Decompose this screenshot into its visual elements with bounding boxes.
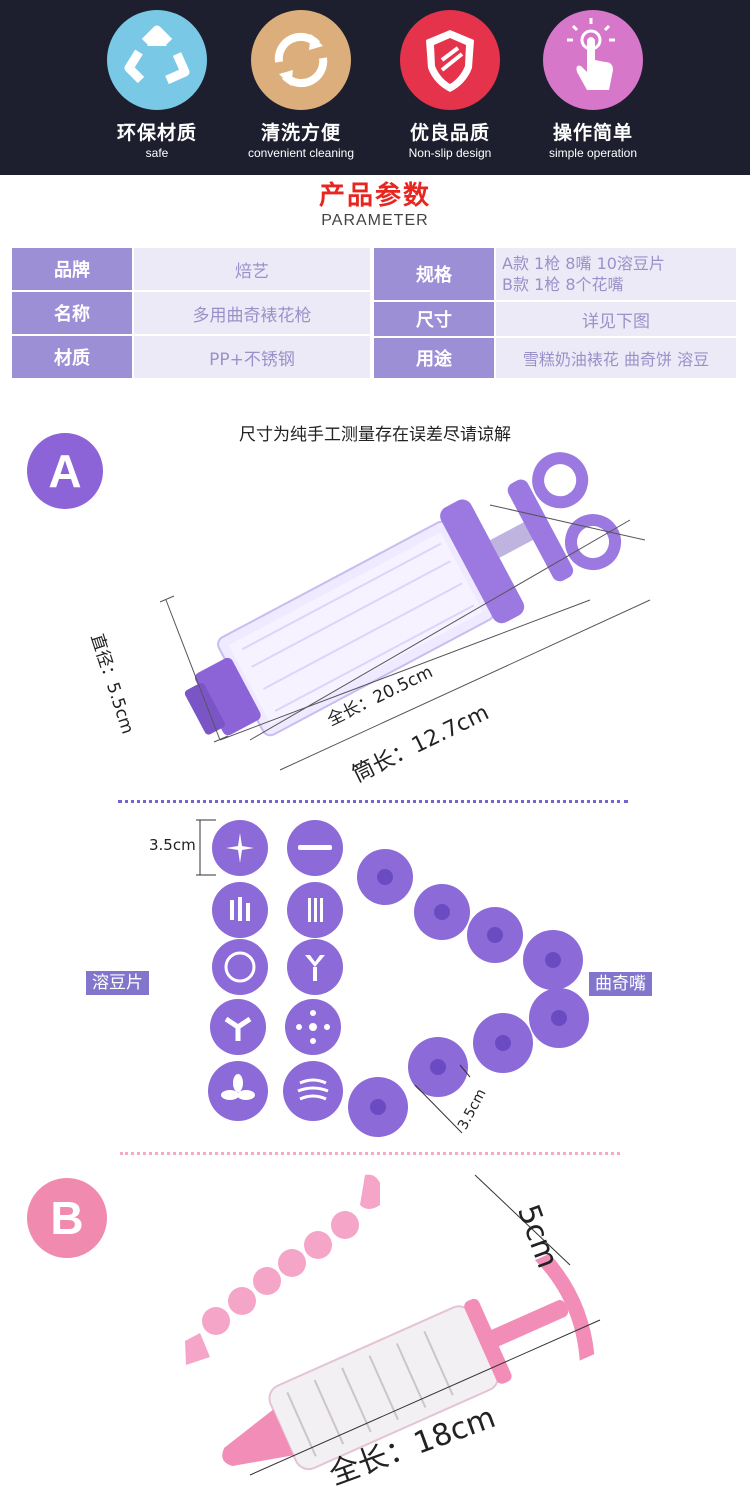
section-divider <box>120 1152 620 1155</box>
param-key-brand: 品牌 <box>12 248 132 290</box>
section-b-badge: B <box>27 1178 107 1258</box>
param-value-usage: 雪糕奶油裱花 曲奇饼 溶豆 <box>496 338 736 378</box>
feature-subtitle: convenient cleaning <box>247 146 355 160</box>
spec-line-a: A款 1枪 8嘴 10溶豆片 <box>502 254 665 273</box>
cookie-press-b-illustration <box>185 1174 601 1476</box>
param-value-brand: 焙艺 <box>134 248 370 290</box>
param-key-name: 名称 <box>12 292 132 334</box>
spec-line-b: B款 1枪 8个花嘴 <box>502 275 624 294</box>
feature-title: 操作简单 <box>552 122 633 144</box>
parameter-title: 产品参数 <box>318 181 431 211</box>
tips-tag: 曲奇嘴 <box>589 972 652 996</box>
feature-title: 优良品质 <box>409 122 490 144</box>
plunger <box>482 1300 569 1350</box>
syringe-nozzle <box>222 1409 294 1466</box>
feature-item-cleaning: 清洗方便 convenient cleaning <box>226 10 376 160</box>
feature-title: 清洗方便 <box>260 122 341 144</box>
refresh-icon <box>251 10 351 110</box>
tip-row <box>185 1174 380 1365</box>
param-key-size: 尺寸 <box>374 302 494 336</box>
feature-item-eco: 环保材质 safe <box>82 10 232 160</box>
param-key-material: 材质 <box>12 336 132 378</box>
recycle-icon <box>107 10 207 110</box>
measurement-note: 尺寸为纯手工测量存在误差尽请谅解 <box>239 425 511 445</box>
feature-subtitle: safe <box>145 146 169 160</box>
nozzle-cap <box>194 657 261 736</box>
disc-size-label: 3.5cm <box>149 836 196 854</box>
tap-hand-icon <box>543 10 643 110</box>
tip-set <box>348 849 589 1137</box>
param-value-size: 详见下图 <box>496 302 736 336</box>
feature-item-operation: 操作简单 simple operation <box>518 10 668 160</box>
top-cap <box>440 499 525 624</box>
parameter-table: 品牌 焙艺 名称 多用曲奇裱花枪 材质 PP+不锈钢 规格 A款 1枪 8嘴 1… <box>12 248 736 378</box>
handle <box>507 479 574 582</box>
feature-subtitle: Non-slip design <box>408 146 492 160</box>
param-value-name: 多用曲奇裱花枪 <box>134 292 370 334</box>
feature-subtitle: simple operation <box>548 146 638 160</box>
feature-bar: 环保材质 safe 清洗方便 convenient cleaning <box>0 0 750 175</box>
discs-and-tips-illustration <box>196 819 589 1137</box>
section-a-badge: A <box>27 433 103 509</box>
feature-item-quality: 优良品质 Non-slip design <box>375 10 525 160</box>
param-value-material: PP+不锈钢 <box>134 336 370 378</box>
parameter-subtitle: PARAMETER <box>321 212 429 229</box>
param-key-spec: 规格 <box>374 248 494 300</box>
cookie-press-a-illustration <box>159 452 651 771</box>
feature-title: 环保材质 <box>116 122 197 144</box>
disc-grid <box>208 820 343 1121</box>
section-divider <box>118 800 628 803</box>
param-value-spec: A款 1枪 8嘴 10溶豆片 B款 1枪 8个花嘴 <box>496 248 736 300</box>
discs-tag: 溶豆片 <box>86 971 149 995</box>
shield-icon <box>400 10 500 110</box>
param-key-usage: 用途 <box>374 338 494 378</box>
